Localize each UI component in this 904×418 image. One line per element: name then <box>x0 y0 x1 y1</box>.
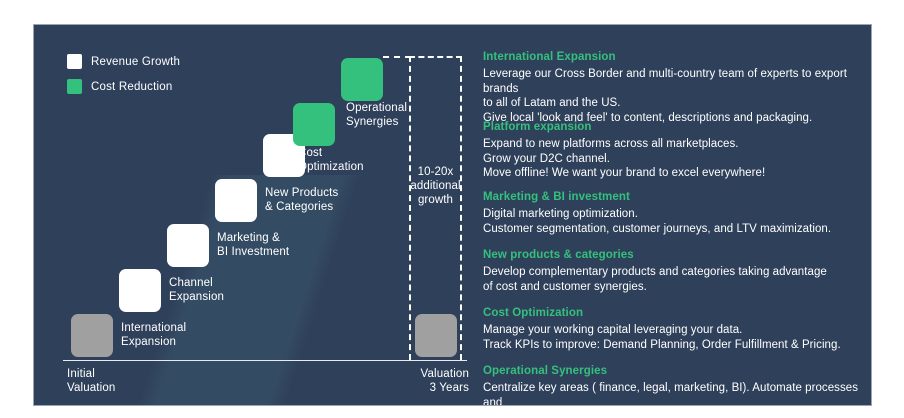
legend-item-revenue-growth: Revenue Growth <box>67 54 180 69</box>
revenue-growth-swatch <box>67 54 82 69</box>
dashed-bracket-lead-line <box>383 56 411 58</box>
step-block-channel-expansion <box>167 224 209 267</box>
step-block-baseline <box>71 314 113 357</box>
step-block-international-expansion <box>119 269 161 312</box>
detail-section-platform-expansion: Platform expansion Expand to new platfor… <box>483 121 869 181</box>
detail-section-operational-synergies: Operational Synergies Centralize key are… <box>483 365 869 406</box>
legend-item-cost-reduction: Cost Reduction <box>67 79 172 94</box>
detail-body-marketing-bi-investment: Digital marketing optimization. Customer… <box>483 208 832 235</box>
step-block-endpoint <box>415 314 457 357</box>
initiative-details-panel: International Expansion Leverage our Cro… <box>479 25 871 406</box>
baseline-axis <box>63 360 467 361</box>
legend-label-revenue-growth: Revenue Growth <box>91 55 181 68</box>
step-block-marketing-bi <box>215 179 257 222</box>
cost-reduction-swatch <box>67 79 82 94</box>
detail-heading-platform-expansion: Platform expansion <box>483 121 592 133</box>
axis-caption-valuation-3-years: Valuation 3 Years <box>420 368 469 394</box>
axis-caption-initial-valuation: Initial Valuation <box>67 368 116 394</box>
step-label-cost-optimization: Cost Optimization <box>298 147 364 173</box>
step-label-new-products: New Products & Categories <box>265 187 339 213</box>
detail-body-platform-expansion: Expand to new platforms across all marke… <box>483 138 766 179</box>
detail-heading-cost-optimization: Cost Optimization <box>483 307 584 319</box>
detail-section-cost-optimization: Cost Optimization Manage your working ca… <box>483 307 869 352</box>
step-label-channel-expansion: Channel Expansion <box>169 277 225 303</box>
detail-heading-marketing-bi-investment: Marketing & BI investment <box>483 191 630 203</box>
detail-heading-international-expansion: International Expansion <box>483 51 616 63</box>
detail-body-operational-synergies: Centralize key areas ( finance, legal, m… <box>483 382 859 406</box>
detail-heading-operational-synergies: Operational Synergies <box>483 365 608 377</box>
detail-body-international-expansion: Leverage our Cross Border and multi-coun… <box>483 68 847 124</box>
step-block-cost-optimization <box>293 103 335 146</box>
detail-section-international-expansion: International Expansion Leverage our Cro… <box>483 51 869 125</box>
step-label-operational-synergies: Operational Synergies <box>346 102 408 128</box>
additional-growth-label: 10-20x additional growth <box>410 166 461 206</box>
detail-body-new-products-categories: Develop complementary products and categ… <box>483 266 827 293</box>
detail-section-new-products-categories: New products & categories Develop comple… <box>483 249 869 294</box>
step-label-marketing-bi: Marketing & BI Investment <box>217 232 290 258</box>
legend-label-cost-reduction: Cost Reduction <box>91 80 173 93</box>
additional-growth-dashed-box <box>409 56 462 360</box>
detail-body-cost-optimization: Manage your working capital leveraging y… <box>483 324 841 351</box>
detail-heading-new-products-categories: New products & categories <box>483 249 634 261</box>
step-block-operational-synergies <box>341 58 383 101</box>
staircase-chart: Revenue Growth Cost Reduction 10-20x add… <box>34 25 479 405</box>
growth-roadmap-card: Revenue Growth Cost Reduction 10-20x add… <box>33 24 872 406</box>
step-label-international-expansion: International Expansion <box>121 322 187 348</box>
detail-section-marketing-bi-investment: Marketing & BI investment Digital market… <box>483 191 869 236</box>
